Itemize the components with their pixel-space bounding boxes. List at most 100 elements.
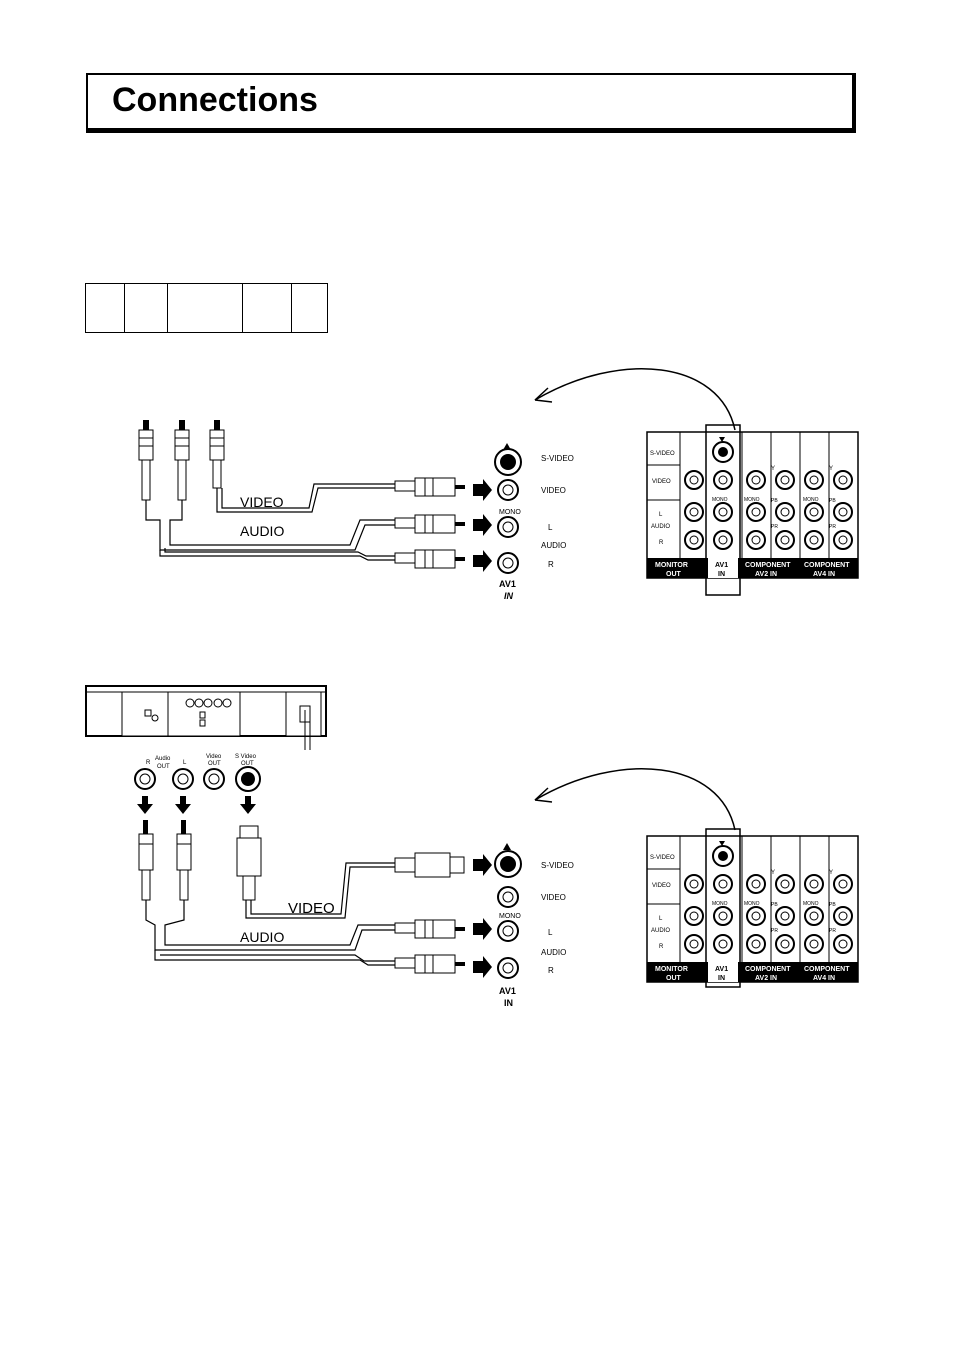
rca-plug-icon	[394, 919, 465, 939]
arrow-right-icon	[473, 550, 492, 572]
arrow-right-icon	[473, 854, 492, 876]
cable-label-video: VIDEO	[240, 494, 284, 510]
panel-label-video: VIDEO	[652, 479, 671, 485]
title-box: Connections	[86, 73, 856, 133]
panel-label-svideo: S-VIDEO	[650, 451, 675, 457]
panel-label-mono: MONO	[744, 497, 760, 503]
arrow-right-icon	[473, 514, 492, 536]
rca-plug-icon	[209, 420, 225, 489]
panel-label-av1: AV1	[715, 562, 728, 569]
arrow-right-icon	[473, 956, 492, 978]
jack-label-in: IN	[504, 998, 513, 1008]
panel-label-svideo: S-VIDEO	[650, 855, 675, 861]
panel-label-av4in: AV4 IN	[813, 571, 835, 578]
panel-label-mono: MONO	[803, 901, 819, 907]
panel-jack-centers	[689, 475, 848, 545]
panel-label-component: COMPONENT	[745, 966, 791, 973]
panel-label-y: Y	[771, 870, 775, 876]
av1-jack-column	[494, 843, 522, 979]
right-arrows	[473, 854, 492, 978]
panel-label-av2in: AV2 IN	[755, 571, 777, 578]
vcr-label-svideo-out: OUT	[241, 761, 254, 767]
rca-plug-icon	[176, 820, 192, 901]
arrow-right-icon	[473, 918, 492, 940]
connection-diagram-2: Audio OUT R L Video OUT S Video OUT	[85, 685, 859, 1008]
panel-label-av2in: AV2 IN	[755, 975, 777, 982]
curve-arrow-head	[534, 387, 553, 403]
jack-label-audio: AUDIO	[541, 541, 566, 550]
av1-highlight	[705, 828, 741, 988]
svideo-plug-icon	[394, 852, 465, 878]
curve-arrow	[534, 768, 736, 831]
arrow-right-icon	[473, 479, 492, 501]
rca-plug-icon	[138, 420, 154, 501]
panel-label-av1: AV1	[715, 966, 728, 973]
panel-label-pb: PB	[771, 498, 778, 504]
panel-label-monitor: MONITOR	[655, 562, 688, 569]
table-cell	[124, 283, 168, 333]
arrow-down-icon	[240, 796, 256, 814]
panel-label-r: R	[659, 944, 664, 950]
panel-label-r: R	[659, 540, 664, 546]
panel-label-pb: PB	[829, 902, 836, 908]
cable-label-audio: AUDIO	[240, 523, 284, 539]
panel-label-l: L	[659, 916, 663, 922]
panel-label-component: COMPONENT	[745, 562, 791, 569]
panel-jacks	[684, 874, 853, 954]
table-cell	[291, 283, 328, 333]
jack-label-r: R	[548, 966, 554, 975]
down-arrows	[137, 796, 256, 814]
connection-diagram-1: VIDEO AUDIO	[138, 368, 859, 601]
arrow-down-icon	[175, 796, 191, 814]
cables	[145, 862, 395, 966]
panel-label-monitor: MONITOR	[655, 966, 688, 973]
vcr-label-video-out: OUT	[208, 761, 221, 767]
page-title: Connections	[112, 81, 318, 119]
panel-label-in: IN	[718, 571, 725, 578]
panel-label-y: Y	[829, 870, 833, 876]
vcr-label-audio: Audio	[155, 756, 171, 762]
panel-label-l: L	[659, 512, 663, 518]
panel-label-pr: PR	[771, 524, 778, 530]
horizontal-plugs	[394, 477, 465, 569]
arrow-down-icon	[137, 796, 153, 814]
panel-label-audio: AUDIO	[651, 928, 670, 934]
rca-plug-icon	[394, 477, 465, 497]
horizontal-plugs	[394, 852, 465, 974]
jack-label-r: R	[548, 560, 554, 569]
panel-label-mono: MONO	[712, 497, 728, 503]
panel-label-video: VIDEO	[652, 883, 671, 889]
jack-label-svideo: S-VIDEO	[541, 454, 574, 463]
panel-label-component: COMPONENT	[804, 966, 850, 973]
rca-plug-icon	[394, 549, 465, 569]
vcr-jacks	[134, 766, 261, 792]
panel-label-pb: PB	[771, 902, 778, 908]
rca-plug-icon	[394, 514, 465, 534]
panel-label-pr: PR	[829, 524, 836, 530]
jack-label-mono: MONO	[499, 913, 521, 920]
cables	[145, 483, 395, 561]
svideo-plug-icon	[236, 825, 262, 901]
rca-plug-icon	[394, 954, 465, 974]
jack-label-video: VIDEO	[541, 486, 566, 495]
panel-label-pr: PR	[829, 928, 836, 934]
table-cell	[85, 283, 125, 333]
jack-label-l: L	[548, 523, 553, 532]
vcr-label-svideo: S Video	[235, 754, 257, 760]
vcr-label-video: Video	[206, 754, 222, 760]
panel-label-in: IN	[718, 975, 725, 982]
panel-label-out: OUT	[666, 571, 682, 578]
jack-label-video: VIDEO	[541, 893, 566, 902]
panel-label-pb: PB	[829, 498, 836, 504]
panel-label-y: Y	[829, 466, 833, 472]
jack-label-in: IN	[504, 591, 514, 601]
panel-label-audio: AUDIO	[651, 524, 670, 530]
panel-label-av4in: AV4 IN	[813, 975, 835, 982]
jack-label-mono: MONO	[499, 509, 521, 516]
table-row	[85, 283, 328, 333]
jack-label-av1: AV1	[499, 579, 516, 589]
jack-label-svideo: S-VIDEO	[541, 861, 574, 870]
panel-label-pr: PR	[771, 928, 778, 934]
curve-arrow	[534, 368, 736, 431]
panel-jack-centers	[689, 879, 848, 949]
